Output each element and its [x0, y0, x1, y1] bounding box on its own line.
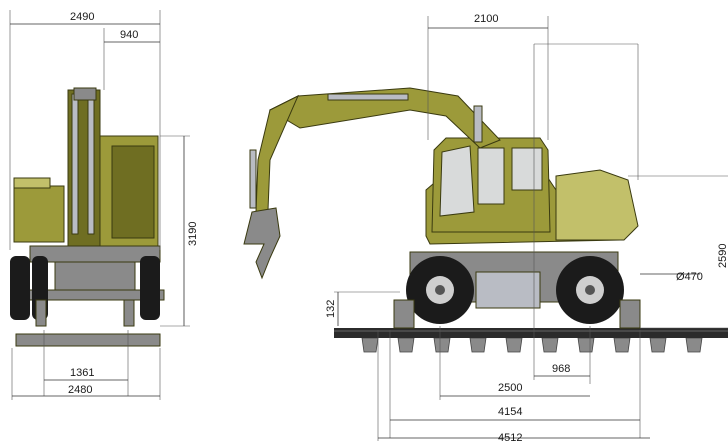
cab-window-door — [477, 147, 505, 205]
dim-wheelbase: 2500 — [498, 382, 522, 394]
rail-tie — [397, 337, 415, 353]
dim-front-width-bottom: 2480 — [68, 384, 92, 396]
rail-ties — [361, 337, 703, 353]
rail — [334, 328, 728, 338]
arm-cylinder — [249, 149, 257, 209]
cab-window-rear — [511, 147, 543, 191]
cab-window-front — [439, 145, 475, 217]
dim-front-track: 1361 — [70, 367, 94, 379]
rail-tie — [505, 337, 523, 353]
rail-tie — [361, 337, 379, 353]
front-side-block — [13, 185, 65, 243]
dim-length-body: 4154 — [498, 406, 522, 418]
wheel-front — [406, 256, 474, 324]
dim-front-width-top: 2490 — [70, 11, 94, 23]
rail-tie — [469, 337, 487, 353]
front-view: 2490 940 3190 1361 2480 — [9, 10, 199, 400]
counterweight — [555, 169, 639, 241]
dim-rear-offset: 968 — [552, 363, 570, 375]
dim-wheel-diameter: Ø470 — [676, 271, 703, 283]
rail-tie — [613, 337, 631, 353]
dim-front-height: 3190 — [187, 222, 199, 246]
dim-rail-clearance: 132 — [325, 300, 337, 318]
rail-tie — [685, 337, 703, 353]
rail-tie — [577, 337, 595, 353]
rail-tie — [541, 337, 559, 353]
boom — [268, 87, 501, 149]
front-chassis — [29, 245, 161, 263]
rail-tie — [649, 337, 667, 353]
wheel-rear — [556, 256, 624, 324]
bucket — [243, 207, 281, 280]
dim-side-height: 2590 — [717, 244, 728, 268]
dim-front-offset: 940 — [120, 29, 138, 41]
rail-tie — [433, 337, 451, 353]
front-tire-left-outer — [10, 256, 30, 320]
dim-length-total: 4512 — [498, 432, 522, 441]
front-rail-base — [15, 333, 161, 347]
dim-side-cab-width: 2100 — [474, 13, 498, 25]
boom-cylinder — [327, 93, 409, 101]
side-view: 2100 2590 Ø470 132 968 2500 4154 4512 — [243, 13, 728, 444]
